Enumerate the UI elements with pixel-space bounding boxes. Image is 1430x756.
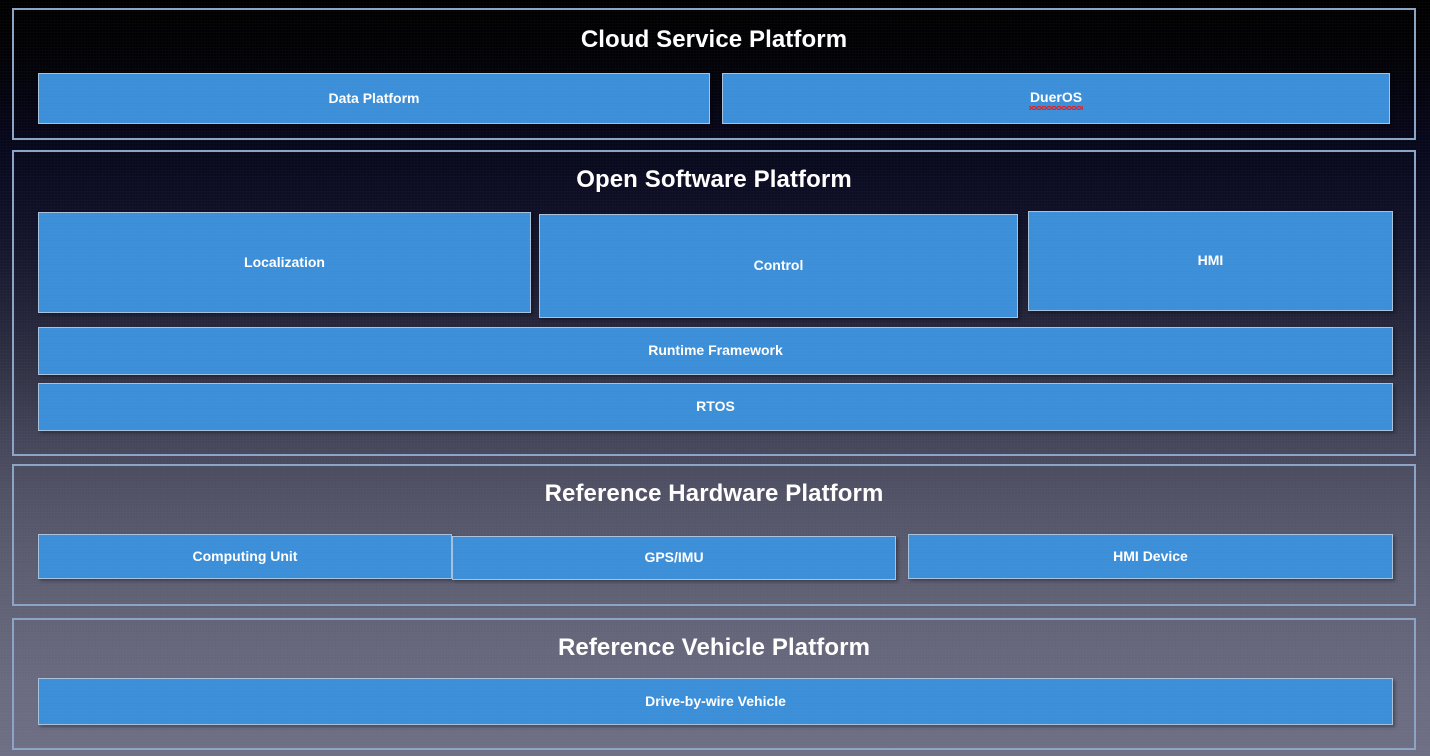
component-label-control: Control: [753, 257, 804, 274]
layer-title-open-software-platform: Open Software Platform: [576, 166, 852, 193]
component-box-data-platform[interactable]: Data Platform: [38, 73, 710, 124]
component-box-hmi[interactable]: HMI: [1028, 211, 1393, 311]
component-label-data-platform: Data Platform: [328, 89, 420, 106]
component-label-localization: Localization: [244, 253, 325, 270]
component-label-hmi: HMI: [1197, 252, 1224, 269]
layer-panel-open-software-platform: Open Software Platform Localization Cont…: [12, 150, 1416, 456]
component-label-rtos: RTOS: [696, 398, 735, 415]
component-box-drive-by-wire-vehicle[interactable]: Drive-by-wire Vehicle: [38, 678, 1393, 725]
component-label-hmi-device: HMI Device: [1113, 547, 1188, 564]
component-box-rtos[interactable]: RTOS: [38, 383, 1393, 431]
component-label-computing-unit: Computing Unit: [192, 547, 298, 564]
component-box-dueros[interactable]: DuerOS: [722, 73, 1390, 124]
component-box-gps-imu[interactable]: GPS/IMU: [452, 536, 896, 580]
component-label-dueros: DuerOS: [1028, 89, 1084, 111]
component-label-drive-by-wire-vehicle: Drive-by-wire Vehicle: [645, 692, 786, 709]
component-box-computing-unit[interactable]: Computing Unit: [38, 534, 452, 579]
layer-panel-reference-vehicle-platform: Reference Vehicle Platform Drive-by-wire…: [12, 618, 1416, 750]
component-box-control[interactable]: Control: [539, 214, 1018, 318]
layer-panel-reference-hardware-platform: Reference Hardware Platform Computing Un…: [12, 464, 1416, 606]
layer-title-reference-vehicle-platform: Reference Vehicle Platform: [557, 634, 871, 661]
component-label-gps-imu: GPS/IMU: [644, 549, 704, 566]
component-box-runtime-framework[interactable]: Runtime Framework: [38, 327, 1393, 375]
layer-panel-cloud-service-platform: Cloud Service Platform Data Platform Due…: [12, 8, 1416, 140]
component-box-hmi-device[interactable]: HMI Device: [908, 534, 1393, 579]
component-label-runtime-framework: Runtime Framework: [648, 342, 783, 359]
layer-title-reference-hardware-platform: Reference Hardware Platform: [544, 480, 884, 507]
layer-title-cloud-service-platform: Cloud Service Platform: [580, 26, 848, 53]
component-box-localization[interactable]: Localization: [38, 212, 531, 313]
